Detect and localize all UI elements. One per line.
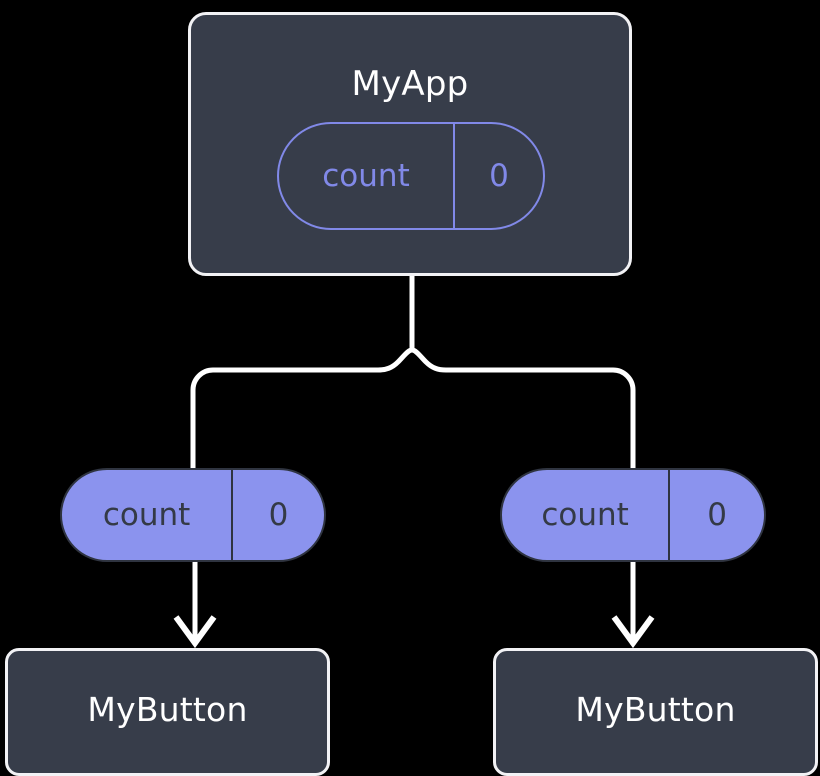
component-node-mybutton-left[interactable]: MyButton [5, 648, 330, 776]
branch-connector-right [411, 347, 636, 470]
state-pill-left[interactable]: count 0 [60, 468, 326, 562]
state-pill-left-value: 0 [231, 470, 324, 560]
state-pill-root-key: count [322, 157, 410, 194]
state-pill-left-key: count [102, 496, 191, 533]
component-node-mybutton-right[interactable]: MyButton [493, 648, 818, 776]
state-pill-right[interactable]: count 0 [500, 468, 766, 562]
state-pill-root[interactable]: count 0 [277, 122, 545, 230]
component-title-mybutton-right: MyButton [575, 690, 736, 729]
component-title-mybutton-left: MyButton [87, 690, 248, 729]
arrow-head-right [611, 615, 655, 649]
branch-connector-left [190, 347, 413, 470]
component-title-myapp: MyApp [351, 64, 469, 104]
state-pill-root-value: 0 [453, 124, 543, 228]
state-pill-right-value: 0 [668, 470, 764, 560]
state-pill-right-key: count [541, 496, 629, 533]
arrow-head-left [173, 615, 217, 649]
